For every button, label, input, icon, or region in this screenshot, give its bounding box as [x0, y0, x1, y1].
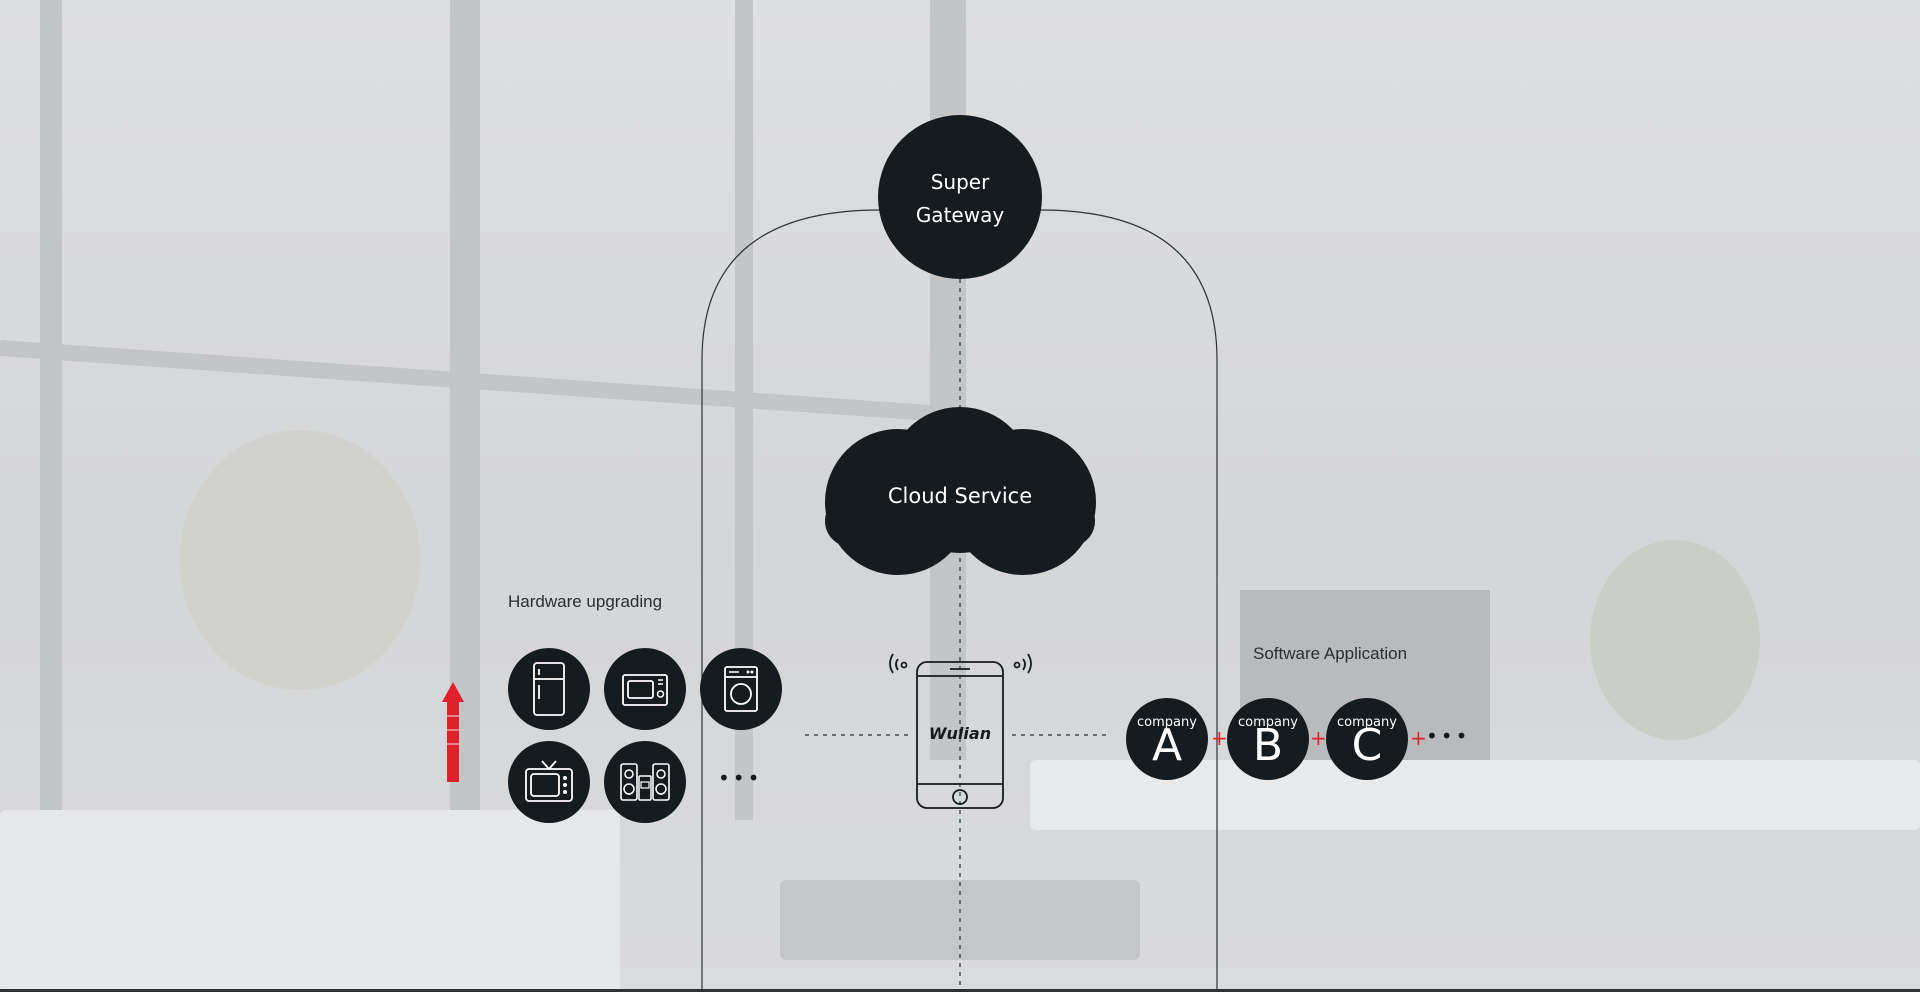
stereo-circle — [604, 741, 686, 823]
super-gateway-label: Super Gateway — [880, 166, 1040, 232]
super-gateway-line1: Super — [930, 170, 990, 194]
super-gateway-line2: Gateway — [915, 203, 1005, 227]
super-gateway-node — [878, 115, 1042, 279]
refrigerator-circle — [508, 648, 590, 730]
washing-machine-circle — [700, 648, 782, 730]
television-icon — [525, 760, 573, 802]
company-a-circle: company A — [1126, 698, 1208, 780]
company-c-circle: company C — [1326, 698, 1408, 780]
hardware-upgrading-title: Hardware upgrading — [508, 592, 663, 611]
company-b-circle: company B — [1227, 698, 1309, 780]
cloud-shape — [825, 407, 1096, 575]
hardware-more-dots: ••• — [718, 766, 763, 790]
cloud-service-label: Cloud Service — [887, 484, 1033, 508]
software-more-dots: ••• — [1426, 724, 1471, 748]
device-brand-label: Wulian — [928, 724, 992, 743]
company-a-caption: company — [1137, 715, 1197, 730]
stereo-icon — [620, 763, 670, 801]
washing-machine-icon — [724, 666, 758, 712]
plus-sign-1: + — [1211, 726, 1228, 750]
wulian-phone-device — [889, 653, 1032, 809]
company-c-letter: C — [1351, 720, 1383, 771]
microwave-circle — [604, 648, 686, 730]
software-application-title: Software Application — [1253, 644, 1408, 663]
company-b-letter: B — [1252, 720, 1284, 771]
company-a-letter: A — [1151, 720, 1183, 771]
microwave-icon — [622, 674, 668, 706]
company-c-caption: company — [1337, 715, 1397, 730]
bottom-border — [0, 989, 1920, 992]
television-circle — [508, 741, 590, 823]
plus-sign-3: + — [1410, 726, 1427, 750]
upgrade-arrow-icon — [442, 682, 464, 782]
company-b-caption: company — [1238, 715, 1298, 730]
refrigerator-icon — [533, 662, 565, 716]
plus-sign-2: + — [1310, 726, 1327, 750]
